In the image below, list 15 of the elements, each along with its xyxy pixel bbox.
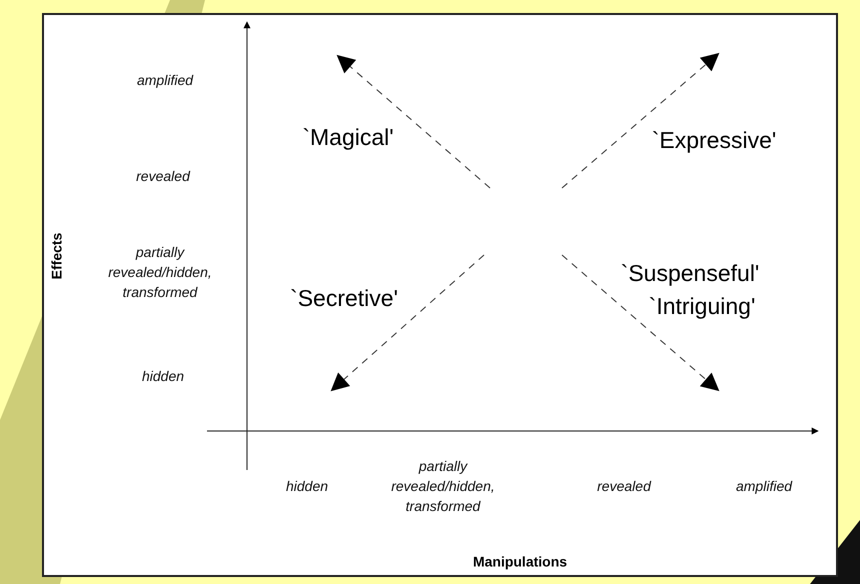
axis-title: Effects [48, 232, 66, 280]
axis-tick-label: partially revealed/hidden, transformed [107, 243, 213, 302]
axis-tick-label: amplified [736, 477, 792, 496]
quadrant-label: `Intriguing' [648, 292, 756, 320]
axis-tick-label: hidden [142, 367, 184, 386]
axis-tick-label: partially revealed/hidden, transformed [390, 457, 496, 516]
quadrant-label: `Magical' [302, 123, 394, 151]
quadrant-label: `Secretive' [290, 284, 398, 312]
axis-tick-label: amplified [136, 71, 194, 90]
axis-tick-label: hidden [286, 477, 328, 496]
axis-tick-label: revealed [136, 167, 190, 186]
quadrant-label: `Expressive' [652, 126, 776, 154]
axis-title: Manipulations [472, 552, 568, 572]
axis-tick-label: revealed [597, 477, 651, 496]
quadrant-label: `Suspenseful' [620, 259, 760, 287]
